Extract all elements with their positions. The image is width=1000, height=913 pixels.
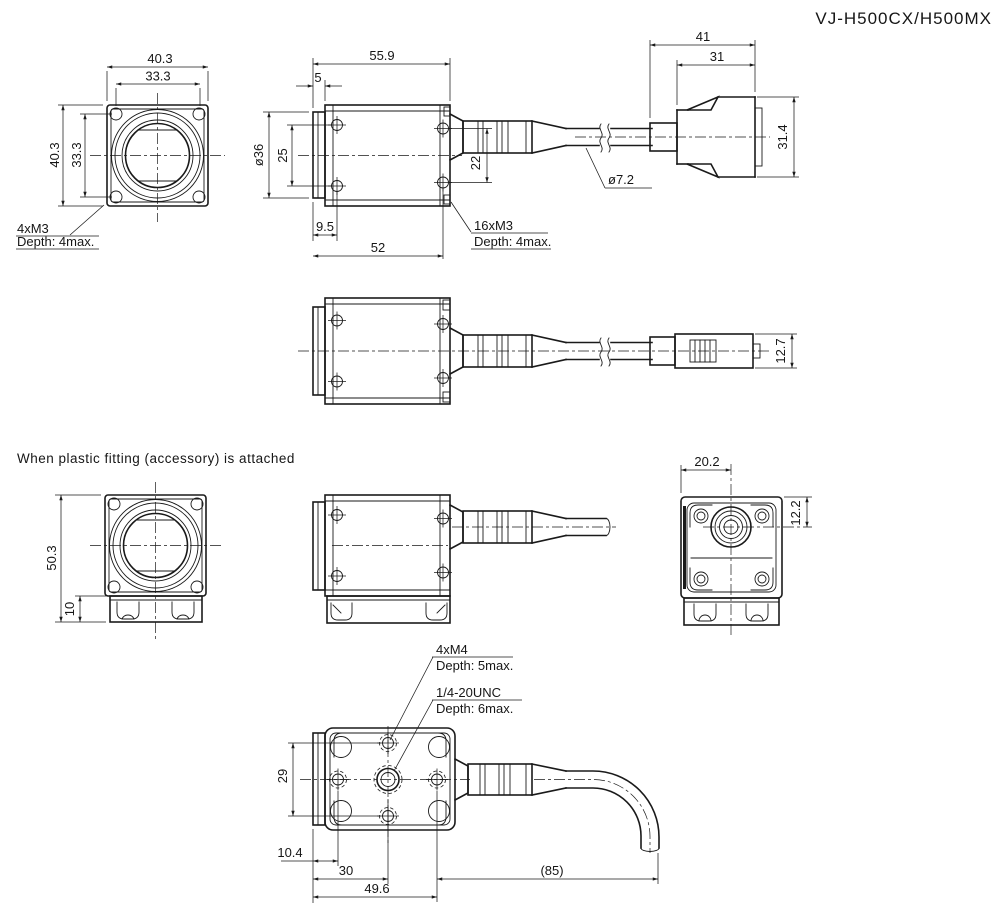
side-dim-flange-dia: ø36 bbox=[251, 111, 309, 199]
rear-base bbox=[683, 597, 780, 626]
view-top: 12.7 bbox=[298, 297, 797, 405]
view-front: 40.3 33.3 40.3 33.3 4xM3 Depth: 4max. bbox=[16, 51, 225, 250]
bottom-centerlines bbox=[300, 726, 470, 843]
note-line2: Depth: 4max. bbox=[474, 234, 551, 249]
note-line1: 4xM3 bbox=[17, 221, 49, 236]
fitting-side-body bbox=[312, 494, 452, 597]
side-dim-flange-to-hole: 9.5 bbox=[312, 192, 338, 241]
note-line1: 4xM4 bbox=[436, 642, 468, 657]
dim-label: 55.9 bbox=[369, 48, 394, 63]
note-line2: Depth: 5max. bbox=[436, 658, 513, 673]
note-line2: Depth: 4max. bbox=[17, 234, 94, 249]
fitting-dim-base-height: 10 bbox=[62, 595, 106, 622]
side-dim-rear-hole-spacing: 22 bbox=[449, 128, 492, 183]
side-dim-flange-length: 5 bbox=[296, 70, 342, 101]
dim-label: 12.7 bbox=[773, 338, 788, 363]
top-cable bbox=[448, 326, 653, 376]
fitting-side-cable bbox=[332, 503, 616, 551]
fitting-front-centerlines bbox=[90, 482, 221, 640]
view-bottom: 29 10.4 30 49.6 (85) bbox=[275, 726, 660, 903]
bottom-dim-hole-span: 49.6 bbox=[313, 791, 438, 902]
note-line3: 1/4-20UNC bbox=[436, 685, 501, 700]
top-connector bbox=[649, 333, 761, 369]
dim-label: ø36 bbox=[251, 144, 266, 166]
rear-dim-offset-h: 20.2 bbox=[680, 454, 731, 493]
dim-label: 29 bbox=[275, 769, 290, 783]
dim-label: 10 bbox=[62, 602, 77, 616]
dim-label: 49.6 bbox=[364, 881, 389, 896]
side-dim-body-length: 52 bbox=[313, 188, 444, 259]
dim-label: 40.3 bbox=[147, 51, 172, 66]
fitting-side-base bbox=[326, 595, 451, 624]
dim-label: 25 bbox=[275, 148, 290, 162]
bottom-plate bbox=[312, 727, 456, 831]
dim-label: 31 bbox=[710, 49, 724, 64]
drawing-title: VJ-H500CX/H500MX bbox=[815, 9, 992, 28]
dim-label: 33.3 bbox=[69, 142, 84, 167]
dim-label: (85) bbox=[540, 863, 563, 878]
front-dim-width-outer: 40.3 bbox=[106, 51, 209, 101]
note-line1: 16xM3 bbox=[474, 218, 513, 233]
side-dim-front-hole-spacing: 25 bbox=[275, 124, 331, 187]
dim-label: 9.5 bbox=[316, 219, 334, 234]
side-mount-note: 16xM3 Depth: 4max. bbox=[450, 201, 551, 250]
dim-label: 22 bbox=[468, 156, 483, 170]
bottom-mount-notes: 4xM4 Depth: 5max. 1/4-20UNC Depth: 6max. bbox=[389, 642, 522, 772]
front-dim-hole-spacing-h: 33.3 bbox=[115, 69, 201, 106]
dim-label: 50.3 bbox=[44, 545, 59, 570]
dim-label: 31.4 bbox=[775, 124, 790, 149]
dim-label: 41 bbox=[696, 29, 710, 44]
fitting-dim-total-height: 50.3 bbox=[44, 494, 106, 623]
bottom-dim-cable-length: (85) bbox=[437, 853, 659, 884]
side-connector bbox=[575, 95, 770, 179]
dim-label: 40.3 bbox=[47, 142, 62, 167]
connector-dims: 41 31 31.4 bbox=[649, 29, 799, 178]
side-cable bbox=[448, 112, 653, 162]
bottom-cable bbox=[453, 757, 660, 853]
bottom-dim-edge-to-hole: 10.4 bbox=[277, 791, 339, 903]
rear-dim-offset-v: 12.2 bbox=[784, 496, 812, 527]
top-screw-holes bbox=[328, 311, 452, 391]
front-dim-height-outer: 40.3 bbox=[47, 104, 103, 207]
dim-label: 12.2 bbox=[788, 500, 803, 525]
dim-label: 20.2 bbox=[694, 454, 719, 469]
dim-label: 30 bbox=[339, 863, 353, 878]
view-front-fitting: 50.3 10 bbox=[44, 482, 221, 640]
front-centerlines bbox=[90, 93, 225, 222]
view-rear-fitting: 20.2 12.2 bbox=[680, 454, 812, 636]
side-dim-total-length: 55.9 bbox=[312, 48, 451, 108]
dim-label: 5 bbox=[314, 70, 321, 85]
front-dim-hole-spacing-v: 33.3 bbox=[69, 113, 112, 198]
dim-label: 52 bbox=[371, 240, 385, 255]
view-side-fitting bbox=[312, 494, 616, 624]
accessory-note: When plastic fitting (accessory) is atta… bbox=[17, 451, 295, 466]
note-label: ø7.2 bbox=[608, 172, 634, 187]
bottom-dim-edge-to-center: 30 bbox=[313, 799, 389, 884]
front-screw-note: 4xM3 Depth: 4max. bbox=[16, 204, 105, 250]
rear-centerlines bbox=[703, 464, 812, 636]
side-cable-dia-note: ø7.2 bbox=[585, 147, 652, 189]
view-side: 55.9 5 ø36 25 22 bbox=[251, 29, 799, 259]
bottom-dim-hole-spacing-v: 29 bbox=[275, 742, 381, 817]
top-dim-connector-height: 12.7 bbox=[755, 333, 797, 369]
dim-label: 33.3 bbox=[145, 69, 170, 84]
dim-label: 10.4 bbox=[277, 845, 302, 860]
fitting-front-base bbox=[109, 595, 203, 623]
note-line4: Depth: 6max. bbox=[436, 701, 513, 716]
